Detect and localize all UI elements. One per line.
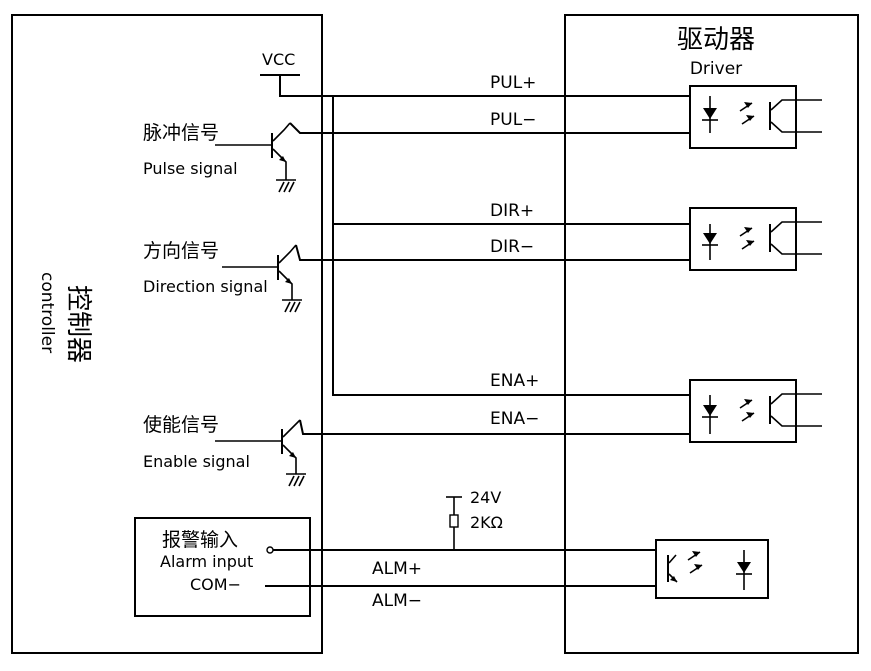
pul-plus-label: PUL+ [490,73,536,93]
alarm-terminal [266,546,274,554]
pulse-transistor [215,122,296,193]
direction-label-en: Direction signal [143,277,268,296]
dir-minus-label: DIR− [490,237,534,257]
com-label: COM− [190,575,241,594]
optocoupler-pul [689,85,822,149]
controller-title-cn: 控制器 [63,285,93,363]
pullup-resistance-label: 2KΩ [470,513,503,532]
alarm-label-en: Alarm input [160,552,253,571]
dir-minus-wire [295,244,690,261]
optocoupler-dir [689,207,822,271]
driver-title-cn: 驱动器 [677,25,755,55]
controller-title-en: controller [37,272,57,353]
alarm-label-cn: 报警输入 [162,529,238,551]
ena-minus-label: ENA− [490,409,539,429]
alm-plus-label: ALM+ [372,559,422,579]
optocoupler-alm [655,539,769,599]
vcc-label: VCC [262,50,295,69]
controller-title: 控制器 controller [37,272,93,363]
pulse-label-en: Pulse signal [143,159,238,178]
optocoupler-ena [689,379,822,443]
driver-title-en: Driver [690,59,742,79]
common-bus [332,96,690,396]
pul-minus-wire [289,122,690,134]
alm-minus-label: ALM− [372,591,422,611]
alarm-box [134,517,311,617]
pulse-label-cn: 脉冲信号 [143,122,219,144]
ena-minus-wire [299,419,690,435]
enable-label-en: Enable signal [143,452,250,471]
pullup-resistor [446,496,462,550]
pul-minus-label: PUL− [490,110,536,130]
dir-plus-label: DIR+ [490,201,534,221]
direction-transistor [222,244,302,313]
ena-plus-label: ENA+ [490,371,539,391]
direction-label-cn: 方向信号 [143,240,219,262]
enable-label-cn: 使能信号 [143,414,219,436]
pullup-voltage-label: 24V [470,488,501,507]
enable-transistor [215,419,306,487]
vcc-wire [279,75,690,97]
